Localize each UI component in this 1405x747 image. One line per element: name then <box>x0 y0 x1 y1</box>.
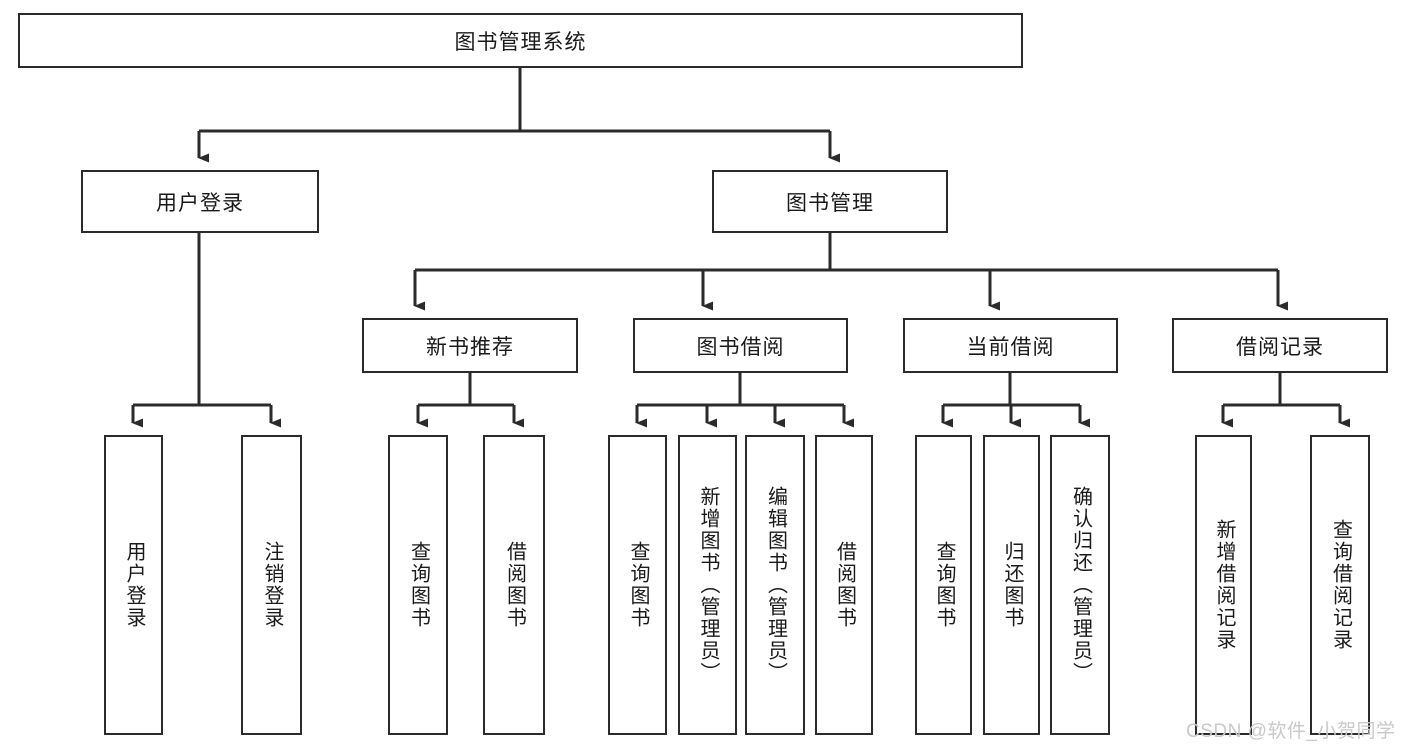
node-label: 图书管理 <box>786 191 874 215</box>
node-user-login[interactable]: 用户登录 <box>81 170 319 233</box>
node-label: 图书管理系统 <box>454 30 587 54</box>
node-label: 归还图书 <box>1001 541 1023 629</box>
leaf-borrow-edit-book-admin[interactable]: 编辑图书（管理员） <box>745 435 805 735</box>
watermark: CSDN @软件_小贺同学 <box>1186 721 1396 742</box>
node-label: 查询图书 <box>627 541 649 629</box>
node-label: 新增图书（管理员） <box>697 486 719 684</box>
node-label: 查询借阅记录 <box>1329 519 1352 651</box>
node-new-book-recommend[interactable]: 新书推荐 <box>362 318 578 373</box>
node-label: 借阅记录 <box>1236 335 1324 359</box>
leaf-borrow-add-book-admin[interactable]: 新增图书（管理员） <box>678 435 737 735</box>
node-label: 图书借阅 <box>696 335 785 359</box>
node-label: 借阅图书 <box>503 541 526 629</box>
leaf-recommend-query-book[interactable]: 查询图书 <box>388 435 448 735</box>
node-label: 查询图书 <box>933 541 955 629</box>
leaf-user-login-signout[interactable]: 注销登录 <box>241 435 302 735</box>
leaf-record-add-record[interactable]: 新增借阅记录 <box>1195 435 1252 735</box>
node-book-borrow[interactable]: 图书借阅 <box>633 318 848 373</box>
node-label: 当前借阅 <box>966 335 1055 359</box>
node-book-management[interactable]: 图书管理 <box>712 170 948 233</box>
node-label: 新增借阅记录 <box>1213 519 1235 651</box>
node-borrow-record[interactable]: 借阅记录 <box>1172 318 1388 373</box>
node-label: 注销登录 <box>261 541 283 629</box>
node-label: 用户登录 <box>123 541 145 629</box>
leaf-borrow-query-book[interactable]: 查询图书 <box>608 435 667 735</box>
node-label: 编辑图书（管理员） <box>764 486 787 684</box>
leaf-user-login-signin[interactable]: 用户登录 <box>104 435 163 735</box>
node-label: 新书推荐 <box>426 335 514 359</box>
leaf-current-return-book[interactable]: 归还图书 <box>983 435 1040 735</box>
node-label: 查询图书 <box>407 541 430 629</box>
node-current-borrow[interactable]: 当前借阅 <box>903 318 1118 373</box>
leaf-record-query-record[interactable]: 查询借阅记录 <box>1310 435 1370 735</box>
leaf-borrow-borrow-book[interactable]: 借阅图书 <box>815 435 873 735</box>
leaf-recommend-borrow-book[interactable]: 借阅图书 <box>483 435 545 735</box>
leaf-current-query-book[interactable]: 查询图书 <box>915 435 972 735</box>
node-label: 用户登录 <box>156 191 244 215</box>
leaf-current-confirm-return-admin[interactable]: 确认归还（管理员） <box>1050 435 1110 735</box>
node-root-system[interactable]: 图书管理系统 <box>18 13 1023 68</box>
node-label: 借阅图书 <box>833 541 856 629</box>
node-label: 确认归还（管理员） <box>1069 486 1092 684</box>
